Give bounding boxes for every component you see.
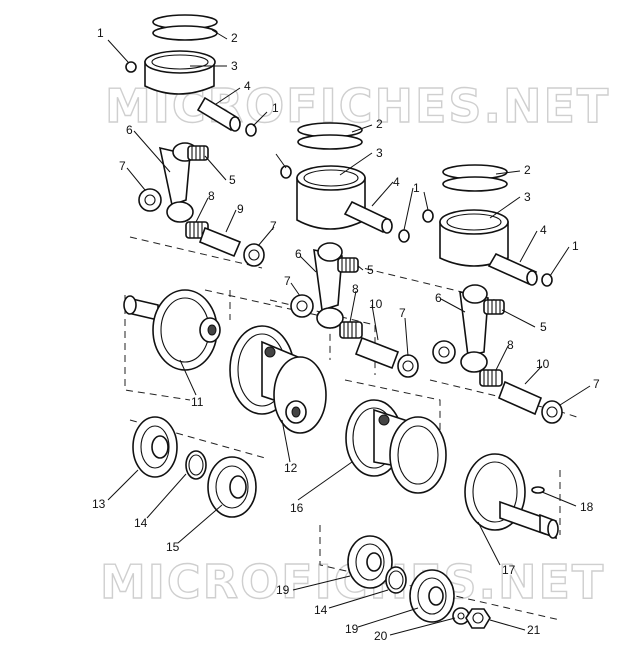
main-bearing-left-2 xyxy=(207,456,257,518)
main-bearing-left xyxy=(132,416,178,478)
crank-pin-2 xyxy=(354,336,400,370)
callout-4: 4 xyxy=(244,79,251,93)
callout-3: 3 xyxy=(376,146,383,160)
needle-bearing-2a xyxy=(337,257,359,273)
callout-5: 5 xyxy=(367,263,374,277)
circlip-2a xyxy=(280,165,292,179)
crankshaft-section-center-right xyxy=(345,399,447,494)
callout-11: 11 xyxy=(191,395,204,409)
circlip-1b xyxy=(245,123,257,137)
main-bearing-right-1 xyxy=(347,535,393,589)
callout-7: 7 xyxy=(119,159,126,173)
circlip-3a xyxy=(422,209,434,223)
callout-19: 19 xyxy=(345,622,359,636)
piston-rings-1 xyxy=(152,14,218,41)
callout-10: 10 xyxy=(536,357,550,371)
callout-3: 3 xyxy=(231,59,238,73)
piston-rings-3 xyxy=(442,164,508,192)
crankshaft-end-right xyxy=(464,453,559,540)
callout-1: 1 xyxy=(272,101,279,115)
assembly-guide-lines xyxy=(124,236,581,621)
callout-1: 1 xyxy=(97,26,104,40)
piston-rings-2 xyxy=(297,122,363,150)
crank-pin-1 xyxy=(198,226,242,258)
callout-7: 7 xyxy=(593,377,600,391)
needle-bearing-3b xyxy=(479,369,503,387)
callout-19: 19 xyxy=(276,583,290,597)
piston-1 xyxy=(144,50,216,95)
callout-20: 20 xyxy=(374,629,388,643)
callout-4: 4 xyxy=(393,175,400,189)
seal-ring-right xyxy=(385,566,407,594)
callout-2: 2 xyxy=(231,31,238,45)
woodruff-key xyxy=(531,486,545,494)
callout-6: 6 xyxy=(435,291,442,305)
callout-5: 5 xyxy=(540,320,547,334)
seal-ring-left xyxy=(185,450,207,480)
connecting-rod-2 xyxy=(313,242,344,329)
main-bearing-right-2 xyxy=(409,569,455,623)
callout-labels: 1 1 1 1 2 2 2 3 3 3 4 4 4 5 5 5 6 6 6 7 … xyxy=(92,26,600,643)
callout-17: 17 xyxy=(502,563,516,577)
thrust-washer-2b xyxy=(397,354,419,378)
thrust-washer-3a xyxy=(432,340,456,364)
connecting-rod-3 xyxy=(459,284,489,373)
circlip-2b xyxy=(398,229,410,243)
callout-15: 15 xyxy=(166,540,180,554)
thrust-washer-2a xyxy=(290,294,314,318)
crankshaft-section-center-left xyxy=(229,325,327,434)
callout-1: 1 xyxy=(413,181,420,195)
crankshaft-end-left xyxy=(123,289,221,371)
circlip-1a xyxy=(125,61,137,73)
nut xyxy=(465,608,491,629)
callout-8: 8 xyxy=(208,189,215,203)
piston-3 xyxy=(439,209,509,267)
piston-pin-3 xyxy=(487,252,538,286)
callout-8: 8 xyxy=(507,338,514,352)
callout-18: 18 xyxy=(580,500,594,514)
callout-21: 21 xyxy=(527,623,541,637)
callout-3: 3 xyxy=(524,190,531,204)
callout-8: 8 xyxy=(352,282,359,296)
callout-14: 14 xyxy=(134,516,148,530)
callout-7: 7 xyxy=(270,219,277,233)
callout-6: 6 xyxy=(126,123,133,137)
callout-9: 9 xyxy=(237,202,244,216)
thrust-washer-3b xyxy=(541,400,563,424)
callout-5: 5 xyxy=(229,173,236,187)
callout-1: 1 xyxy=(572,239,579,253)
callout-12: 12 xyxy=(284,461,298,475)
callout-2: 2 xyxy=(376,117,383,131)
callout-4: 4 xyxy=(540,223,547,237)
callout-10: 10 xyxy=(369,297,383,311)
callout-6: 6 xyxy=(295,247,302,261)
callout-16: 16 xyxy=(290,501,304,515)
callout-7: 7 xyxy=(284,274,291,288)
thrust-washer-1b xyxy=(243,243,265,267)
callout-7: 7 xyxy=(399,306,406,320)
piston-pin-1 xyxy=(196,96,241,132)
callout-14: 14 xyxy=(314,603,328,617)
piston-2 xyxy=(296,165,366,230)
circlip-3b xyxy=(541,273,553,287)
needle-bearing-1a xyxy=(187,145,209,161)
piston-pin-2 xyxy=(343,200,393,234)
thrust-washer-1a xyxy=(138,188,162,212)
needle-bearing-3a xyxy=(483,299,505,315)
crank-pin-3 xyxy=(497,380,543,416)
callout-2: 2 xyxy=(524,163,531,177)
callout-13: 13 xyxy=(92,497,106,511)
needle-bearing-2b xyxy=(339,321,363,339)
leader-lines xyxy=(107,29,591,636)
